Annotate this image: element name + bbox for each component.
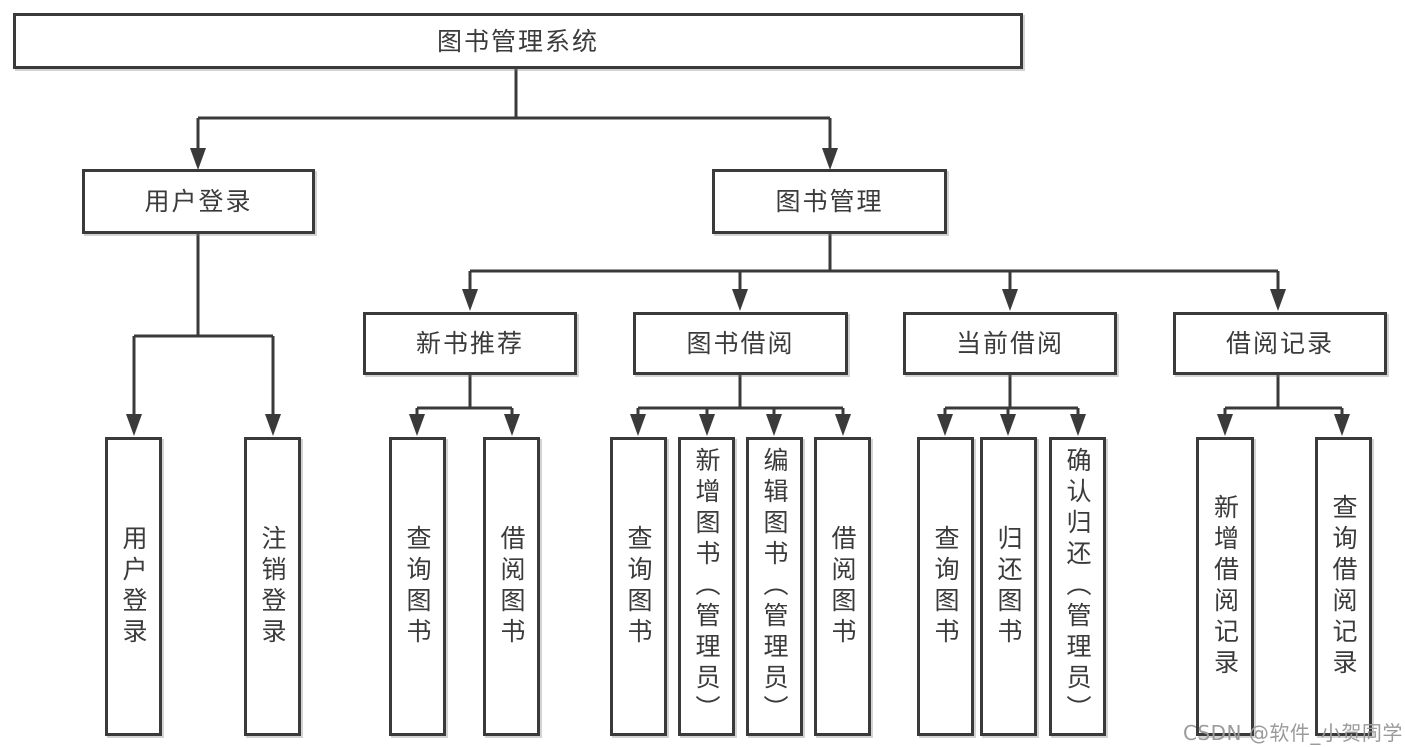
leaf-query-books-borrowing: 查询图书	[610, 437, 667, 736]
node-book-borrowing: 图书借阅	[633, 312, 848, 375]
arrow-down-icon	[409, 414, 425, 436]
arrow-down-icon	[265, 414, 281, 436]
node-current-borrowing: 当前借阅	[903, 312, 1117, 375]
arrow-down-icon	[1334, 414, 1350, 436]
leaf-add-borrow-record: 新增借阅记录	[1196, 437, 1254, 736]
arrow-down-icon	[1000, 414, 1016, 436]
node-new-book-recommendation: 新书推荐	[363, 312, 577, 375]
arrow-down-icon	[126, 414, 142, 436]
node-library-management-system: 图书管理系统	[13, 13, 1023, 69]
arrow-down-icon	[630, 414, 646, 436]
leaf-query-books-current: 查询图书	[917, 437, 974, 736]
leaf-user-login: 用户登录	[105, 437, 162, 736]
arrow-down-icon	[1270, 289, 1286, 311]
arrow-down-icon	[732, 289, 748, 311]
arrow-down-icon	[766, 414, 782, 436]
arrow-down-icon	[822, 148, 838, 170]
arrow-down-icon	[462, 289, 478, 311]
arrow-down-icon	[835, 414, 851, 436]
leaf-confirm-return-admin: 确认归还（管理员）	[1049, 437, 1106, 736]
watermark-text: CSDN @软件_小贺同学	[1183, 721, 1403, 745]
node-user-login: 用户登录	[82, 169, 315, 234]
arrow-down-icon	[190, 148, 206, 170]
leaf-borrow-books-borrowing: 借阅图书	[814, 437, 871, 736]
leaf-logout-login: 注销登录	[244, 437, 301, 736]
leaf-return-books: 归还图书	[980, 437, 1037, 736]
leaf-query-books-recommend: 查询图书	[389, 437, 446, 736]
arrow-down-icon	[1002, 289, 1018, 311]
arrow-down-icon	[1070, 414, 1086, 436]
arrow-down-icon	[699, 414, 715, 436]
node-borrowing-records: 借阅记录	[1173, 312, 1387, 375]
leaf-query-borrow-record: 查询借阅记录	[1315, 437, 1372, 736]
leaf-add-books-admin: 新增图书（管理员）	[678, 437, 735, 736]
arrow-down-icon	[504, 414, 520, 436]
arrow-down-icon	[1217, 414, 1233, 436]
node-book-management: 图书管理	[712, 169, 947, 234]
arrow-down-icon	[937, 414, 953, 436]
leaf-borrow-books-recommend: 借阅图书	[483, 437, 540, 736]
leaf-edit-books-admin: 编辑图书（管理员）	[746, 437, 803, 736]
